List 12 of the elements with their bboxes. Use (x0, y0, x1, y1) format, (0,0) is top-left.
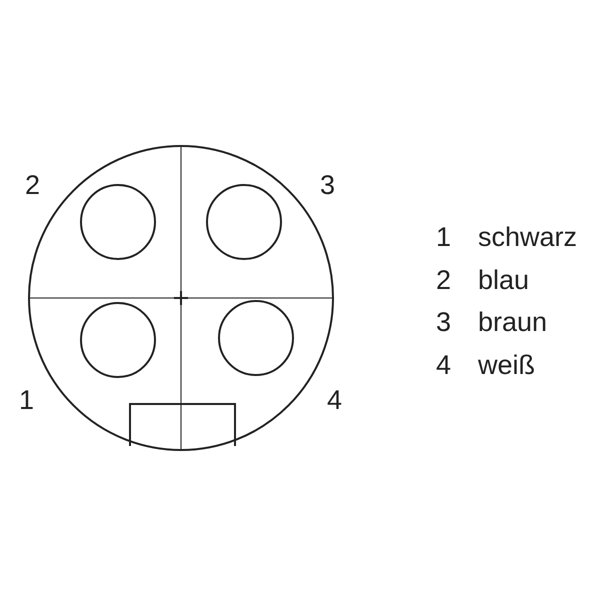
wire-color-label: weiß (478, 350, 536, 380)
pin-number: 3 (320, 170, 336, 200)
wire-color-label: schwarz (478, 222, 578, 252)
pin-number: 4 (436, 350, 452, 380)
pin-number: 4 (327, 385, 342, 415)
pin-number: 3 (436, 307, 452, 337)
pin-number: 1 (19, 385, 34, 415)
wire-color-label: braun (478, 307, 548, 337)
pin-number: 1 (436, 222, 452, 252)
pin-number: 2 (25, 170, 40, 200)
wire-color-label: blau (478, 265, 530, 295)
pin-number: 2 (436, 265, 452, 295)
